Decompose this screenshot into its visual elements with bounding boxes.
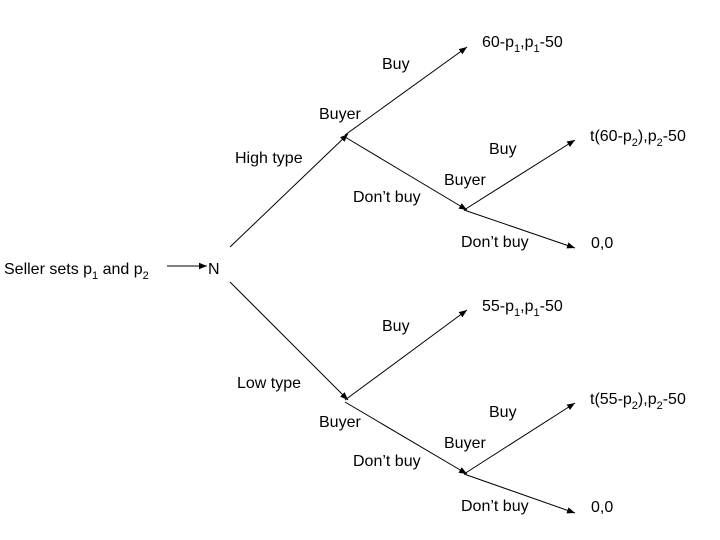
high-buy1-edge: [344, 46, 468, 136]
high-dontbuy1-edge: [344, 136, 468, 211]
low-dontbuy2-label: Don’t buy: [461, 498, 529, 515]
nature-node: N: [208, 261, 220, 278]
high-type-edge: [229, 133, 349, 248]
high-buy2-label: Buy: [489, 141, 517, 158]
low-none-payoff: 0,0: [591, 499, 613, 516]
low-buy2-payoff: t(55-p2),p2-50: [590, 391, 686, 412]
high-buy2-edge: [463, 139, 576, 211]
low-buy1-edge: [344, 309, 468, 401]
high-type-label: High type: [235, 150, 303, 167]
low-dontbuy1-label: Don’t buy: [353, 453, 421, 470]
high-dontbuy2-label: Don’t buy: [461, 234, 529, 251]
high-buyer2-label: Buyer: [444, 172, 486, 189]
low-buy2-label: Buy: [489, 404, 517, 421]
high-none-payoff: 0,0: [591, 235, 613, 252]
low-dontbuy2-edge: [463, 473, 576, 514]
low-type-label: Low type: [237, 375, 301, 392]
start-label: Seller sets p1 and p2: [4, 261, 149, 282]
high-buy1-payoff: 60-p1,p1-50: [482, 34, 563, 55]
low-type-edge: [229, 281, 349, 401]
high-buyer1-label: Buyer: [319, 106, 361, 123]
low-buy1-payoff: 55-p1,p1-50: [482, 298, 563, 319]
high-buy1-label: Buy: [382, 56, 410, 73]
low-buy1-label: Buy: [382, 318, 410, 335]
low-buyer2-label: Buyer: [444, 435, 486, 452]
high-dontbuy1-label: Don’t buy: [353, 189, 421, 206]
high-dontbuy2-edge: [463, 209, 576, 249]
low-buyer1-label: Buyer: [319, 414, 361, 431]
low-dontbuy1-edge: [344, 401, 468, 475]
low-buy2-edge: [463, 402, 576, 475]
high-buy2-payoff: t(60-p2),p2-50: [590, 128, 686, 149]
